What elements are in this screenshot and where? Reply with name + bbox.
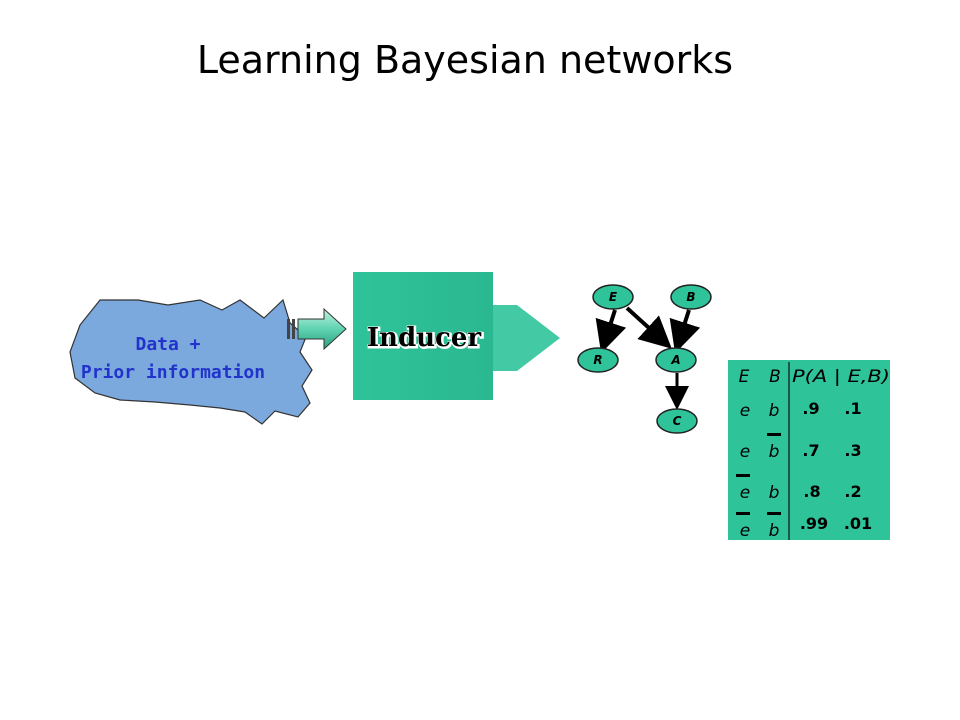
cpt-row-3-e: e	[740, 483, 750, 503]
cpt-row-3-p1: .8	[803, 482, 820, 501]
node-r: R	[577, 347, 619, 373]
edge-e-a	[625, 306, 672, 349]
input-arrow-shape	[297, 307, 347, 351]
cpt-row-4-b-bar	[767, 512, 781, 515]
cpt-row-1-e: e	[740, 401, 750, 421]
node-r-shape	[577, 347, 619, 373]
cpt-row-3-p2: .2	[844, 482, 861, 501]
cpt-row-1-b: b	[769, 401, 780, 421]
cpt-row-2-e: e	[740, 442, 750, 462]
edge-b-a	[669, 309, 701, 354]
node-c-shape	[656, 408, 698, 434]
data-blob: Data + Prior information	[69, 298, 313, 425]
cpt-row-2-b-bar	[767, 433, 781, 436]
cpt-row-4-b: b	[769, 521, 780, 541]
cpt-row-1-p2: .1	[844, 399, 861, 418]
node-e: E	[592, 284, 634, 310]
cpt-row-2-b: b	[769, 442, 780, 462]
inducer-label-shadow: Inducer	[368, 324, 483, 354]
node-r-label: R	[593, 353, 602, 367]
cpt-row-2-p2: .3	[844, 441, 861, 460]
inducer-label: Inducer	[367, 323, 482, 353]
cpt-row-4-p1: .99	[800, 514, 828, 533]
data-blob-line2: Prior information	[81, 362, 265, 383]
cpt-header-e: E	[739, 367, 750, 387]
data-blob-shape	[69, 298, 313, 425]
cpt-row-1-p1: .9	[802, 399, 819, 418]
node-e-shape	[592, 284, 634, 310]
cpt-row-4-e-bar	[736, 512, 750, 515]
cpt-row-3-b: b	[769, 483, 780, 503]
cpt-row-4: e b .99 .01	[736, 512, 872, 541]
inducer-rect	[353, 272, 493, 400]
data-blob-line1: Data +	[135, 334, 200, 355]
cpt-row-4-e: e	[740, 521, 750, 541]
input-arrow-tick-2	[292, 319, 295, 339]
input-arrow-tick-1	[287, 319, 290, 339]
slide-title: Learning Bayesian networks	[196, 38, 734, 82]
node-a-shape	[655, 347, 697, 373]
edge-e-r	[595, 309, 627, 354]
inducer-arrow	[493, 305, 560, 371]
node-c: C	[656, 408, 698, 434]
node-b-shape	[670, 284, 712, 310]
cpt-row-2: e b .7 .3	[740, 433, 862, 462]
node-b: B	[670, 284, 712, 310]
inducer-box: Inducer Inducer	[353, 272, 560, 400]
node-a: A	[655, 347, 697, 373]
cpt-header-p: P(A | E,B)	[792, 367, 890, 387]
cpt-row-3-e-bar	[736, 474, 750, 477]
cpt-header-b: B	[769, 367, 781, 387]
cpt-table: E B P(A | E,B) e b .9 .1 e b .7 .3 e	[728, 360, 890, 541]
cpt-row-4-p2: .01	[844, 514, 872, 533]
cpt-row-2-p1: .7	[802, 441, 819, 460]
node-e-label: E	[609, 290, 618, 304]
cpt-row-1: e b .9 .1	[740, 399, 862, 421]
input-arrow	[287, 307, 347, 351]
node-a-label: A	[670, 353, 680, 367]
bayes-network: E B R A C	[577, 284, 712, 434]
node-c-label: C	[673, 414, 682, 428]
cpt-row-3: e b .8 .2	[736, 474, 862, 503]
node-b-label: B	[686, 290, 695, 304]
cpt-background	[728, 360, 890, 540]
